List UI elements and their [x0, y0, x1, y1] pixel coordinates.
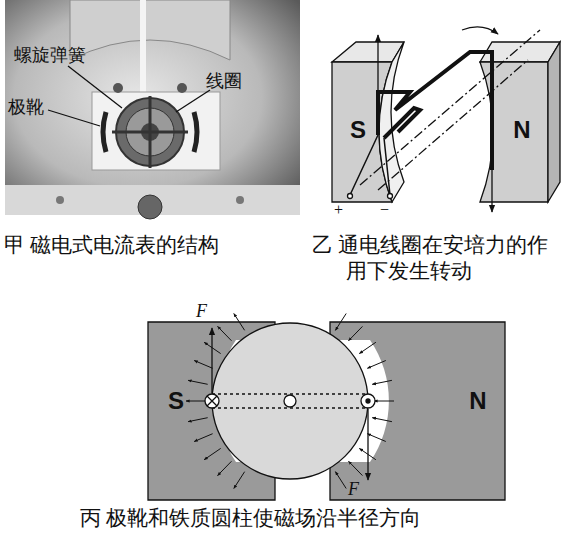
field-arrow — [372, 380, 392, 384]
field-arrow — [349, 461, 363, 475]
field-arrow — [367, 361, 385, 369]
force-label: F — [196, 300, 207, 323]
field-arrow — [367, 434, 385, 442]
figure-caption: 丙 极靴和铁质圆柱使磁场沿半径方向 — [80, 505, 421, 531]
magnet-pole: S — [350, 116, 366, 145]
magnet-pole: N — [513, 116, 530, 145]
field-arrow — [335, 313, 346, 330]
terminal-sign: − — [380, 200, 389, 220]
magnet-pole: S — [168, 387, 184, 416]
radial-field — [148, 313, 505, 500]
field-arrow — [372, 418, 392, 422]
pole-letter: N — [513, 116, 530, 145]
part-name: 螺旋弹簧 — [14, 44, 86, 67]
field-arrow — [234, 313, 245, 330]
force-label: F — [348, 478, 359, 501]
pole-letter: N — [469, 387, 486, 416]
field-arrow — [374, 401, 394, 402]
field-arrow — [218, 326, 232, 340]
field-arrow — [194, 434, 212, 442]
field-arrow — [204, 448, 221, 459]
part-name: 极靴 — [8, 96, 44, 119]
field-arrow — [234, 472, 245, 489]
figure-caption: 乙 通电线圈在安培力的作用下发生转动 — [312, 232, 562, 285]
field-arrow — [349, 326, 363, 340]
coil-in-magnet — [332, 27, 560, 212]
field-arrow — [359, 342, 376, 353]
field-arrow — [188, 418, 208, 422]
pole-letter: S — [350, 116, 366, 145]
pole-letter: S — [168, 387, 184, 416]
meter-photo — [5, 0, 300, 219]
terminal-sign: + — [334, 200, 343, 220]
magnet-pole: N — [469, 387, 486, 416]
part-name: 线圈 — [206, 70, 242, 93]
field-arrow — [194, 361, 212, 369]
field-arrow — [188, 380, 208, 384]
field-arrow — [186, 401, 206, 402]
field-arrow — [335, 472, 346, 489]
field-arrow — [218, 461, 232, 475]
figure-caption: 甲 磁电式电流表的结构 — [4, 232, 219, 258]
